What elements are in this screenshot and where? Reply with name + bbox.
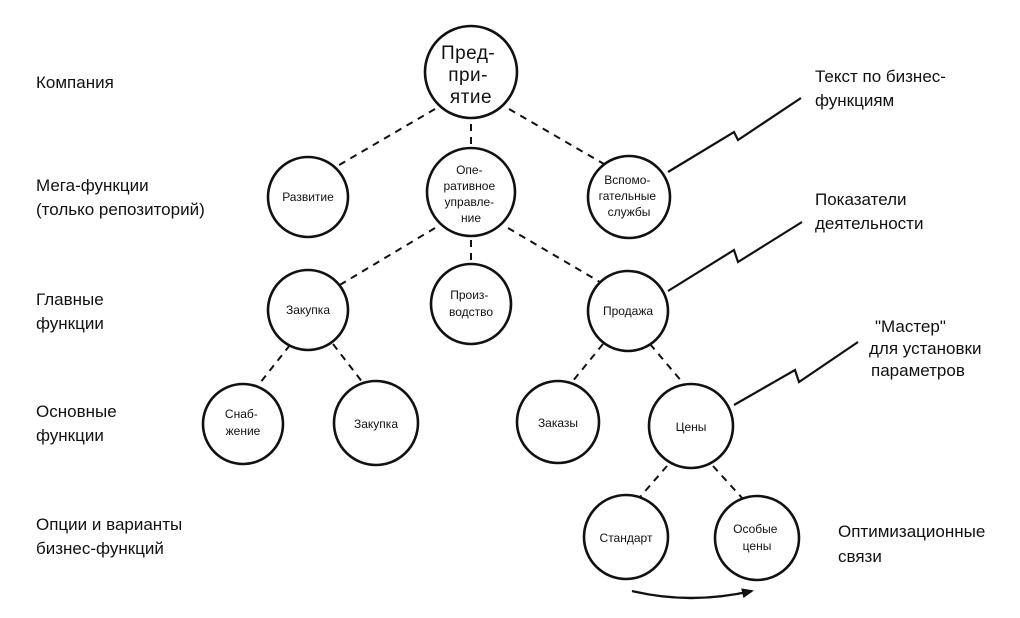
node-enterprise-line-1: Пред- <box>441 43 495 64</box>
node-operations-label: Опе- ративное управле- ние <box>444 163 499 225</box>
annotation-optimization-line-1: Оптимизационные <box>838 522 985 541</box>
node-orders: Заказы <box>515 379 601 465</box>
node-prices-label: Цены <box>676 420 707 434</box>
tree-edges <box>255 108 744 500</box>
node-development-label: Развитие <box>282 190 334 204</box>
annotations: Текст по бизнес- функциям Показатели дея… <box>815 67 990 566</box>
node-auxiliary: Вспомо- гательные службы <box>586 154 672 240</box>
node-production-line-1: Произ- <box>450 288 488 302</box>
level-label-main-functions-line-2: функции <box>36 314 104 333</box>
node-purchasing-line-1: Закупка <box>286 303 330 317</box>
node-standard-line-1: Стандарт <box>600 531 653 545</box>
annotation-text-line-1: Текст по бизнес- <box>815 67 946 86</box>
node-development-line-1: Развитие <box>282 190 334 204</box>
level-label-options-line-2: бизнес-функций <box>36 539 164 558</box>
level-label-basic-functions-line-1: Основные <box>36 402 117 421</box>
edge-purchasing-purchase <box>332 343 364 384</box>
annotation-indicators-line-2: деятельности <box>815 214 923 233</box>
node-enterprise-label: Пред- при- ятие <box>441 43 501 108</box>
node-prices-line-1: Цены <box>676 420 707 434</box>
annotation-indicators-line-1: Показатели <box>815 190 907 209</box>
node-enterprise: Пред- при- ятие <box>423 24 519 120</box>
node-purchasing: Закупка <box>266 268 350 352</box>
node-purchase: Закупка <box>332 379 420 467</box>
node-operations: Опе- ративное управле- ние <box>425 146 517 238</box>
node-orders-label: Заказы <box>538 416 578 430</box>
annotation-wizard-line-1: "Мастер" <box>875 317 946 336</box>
annotation-performance-indicators: Показатели деятельности <box>815 190 923 233</box>
node-auxiliary-label: Вспомо- гательные службы <box>599 173 660 219</box>
level-label-options-line-1: Опции и варианты <box>36 515 182 534</box>
node-supply-line-1: Снаб- <box>225 407 258 421</box>
node-sales: Продажа <box>586 269 670 353</box>
node-operations-line-1: Опе- <box>456 163 483 177</box>
annotation-wizard: "Мастер" для установки параметров <box>869 317 986 380</box>
node-special-prices-line-2: цены <box>743 539 772 553</box>
node-production-label: Произ- водство <box>449 288 493 319</box>
node-special-prices-line-1: Особые <box>733 522 778 536</box>
annotation-text-line-2: функциям <box>815 91 894 110</box>
zigzag-indicators-connector <box>667 221 803 292</box>
node-auxiliary-line-2: гательные <box>599 189 657 203</box>
node-purchase-line-1: Закупка <box>354 417 398 431</box>
node-sales-label: Продажа <box>603 304 653 318</box>
edge-root-auxiliary <box>508 108 605 165</box>
node-operations-line-4: ние <box>461 211 481 225</box>
node-supply-label: Снаб- жение <box>225 407 261 438</box>
edge-operations-purchasing <box>332 227 436 290</box>
level-label-mega-functions: Мега-функции (только репозиторий) <box>36 176 205 219</box>
optimization-arrow <box>631 588 754 600</box>
node-prices: Цены <box>647 382 735 470</box>
edge-prices-special <box>712 465 744 500</box>
annotation-wizard-line-3: параметров <box>871 361 965 380</box>
node-enterprise-line-3: ятие <box>450 87 492 108</box>
node-operations-line-3: управле- <box>445 195 495 209</box>
annotation-optimization-links: Оптимизационные связи <box>838 522 990 566</box>
zigzag-wizard-connector <box>733 341 859 406</box>
node-production-line-2: водство <box>449 305 493 319</box>
annotation-wizard-line-2: для установки <box>869 339 981 358</box>
node-purchase-label: Закупка <box>354 417 398 431</box>
edge-operations-sales <box>507 227 606 286</box>
node-auxiliary-line-1: Вспомо- <box>604 173 650 187</box>
node-standard-label: Стандарт <box>600 531 653 545</box>
annotation-optimization-line-2: связи <box>838 547 882 566</box>
edge-purchasing-supply <box>255 344 291 389</box>
level-label-mega-functions-line-2: (только репозиторий) <box>36 200 205 219</box>
level-label-main-functions: Главные функции <box>36 290 108 333</box>
node-supply: Снаб- жение <box>201 382 285 466</box>
node-sales-line-1: Продажа <box>603 304 653 318</box>
level-label-basic-functions: Основные функции <box>36 402 121 445</box>
edge-prices-standard <box>639 465 668 498</box>
node-production: Произ- водство <box>429 262 513 346</box>
level-label-company: Компания <box>36 73 114 92</box>
node-standard: Стандарт <box>582 493 670 581</box>
node-auxiliary-line-3: службы <box>608 205 651 219</box>
annotation-text-by-functions: Текст по бизнес- функциям <box>815 67 951 110</box>
level-label-main-functions-line-1: Главные <box>36 290 104 309</box>
node-special-prices-label: Особые цены <box>733 522 781 553</box>
node-orders-line-1: Заказы <box>538 416 578 430</box>
edge-root-development <box>333 108 436 169</box>
node-special-prices: Особые цены <box>713 494 801 582</box>
level-labels: Компания Мега-функции (только репозитори… <box>36 73 205 558</box>
edge-sales-prices <box>649 343 684 384</box>
annotation-connectors <box>667 97 859 406</box>
zigzag-text-connector <box>667 97 802 173</box>
node-development: Развитие <box>266 155 350 239</box>
level-label-options: Опции и варианты бизнес-функций <box>36 515 187 558</box>
node-supply-line-2: жение <box>226 424 261 438</box>
level-label-company-line-1: Компания <box>36 73 114 92</box>
node-operations-line-2: ративное <box>444 179 496 193</box>
level-label-basic-functions-line-2: функции <box>36 426 104 445</box>
level-label-mega-functions-line-1: Мега-функции <box>36 176 149 195</box>
edge-sales-orders <box>571 343 604 383</box>
node-purchasing-label: Закупка <box>286 303 330 317</box>
node-enterprise-line-2: при- <box>448 65 488 86</box>
